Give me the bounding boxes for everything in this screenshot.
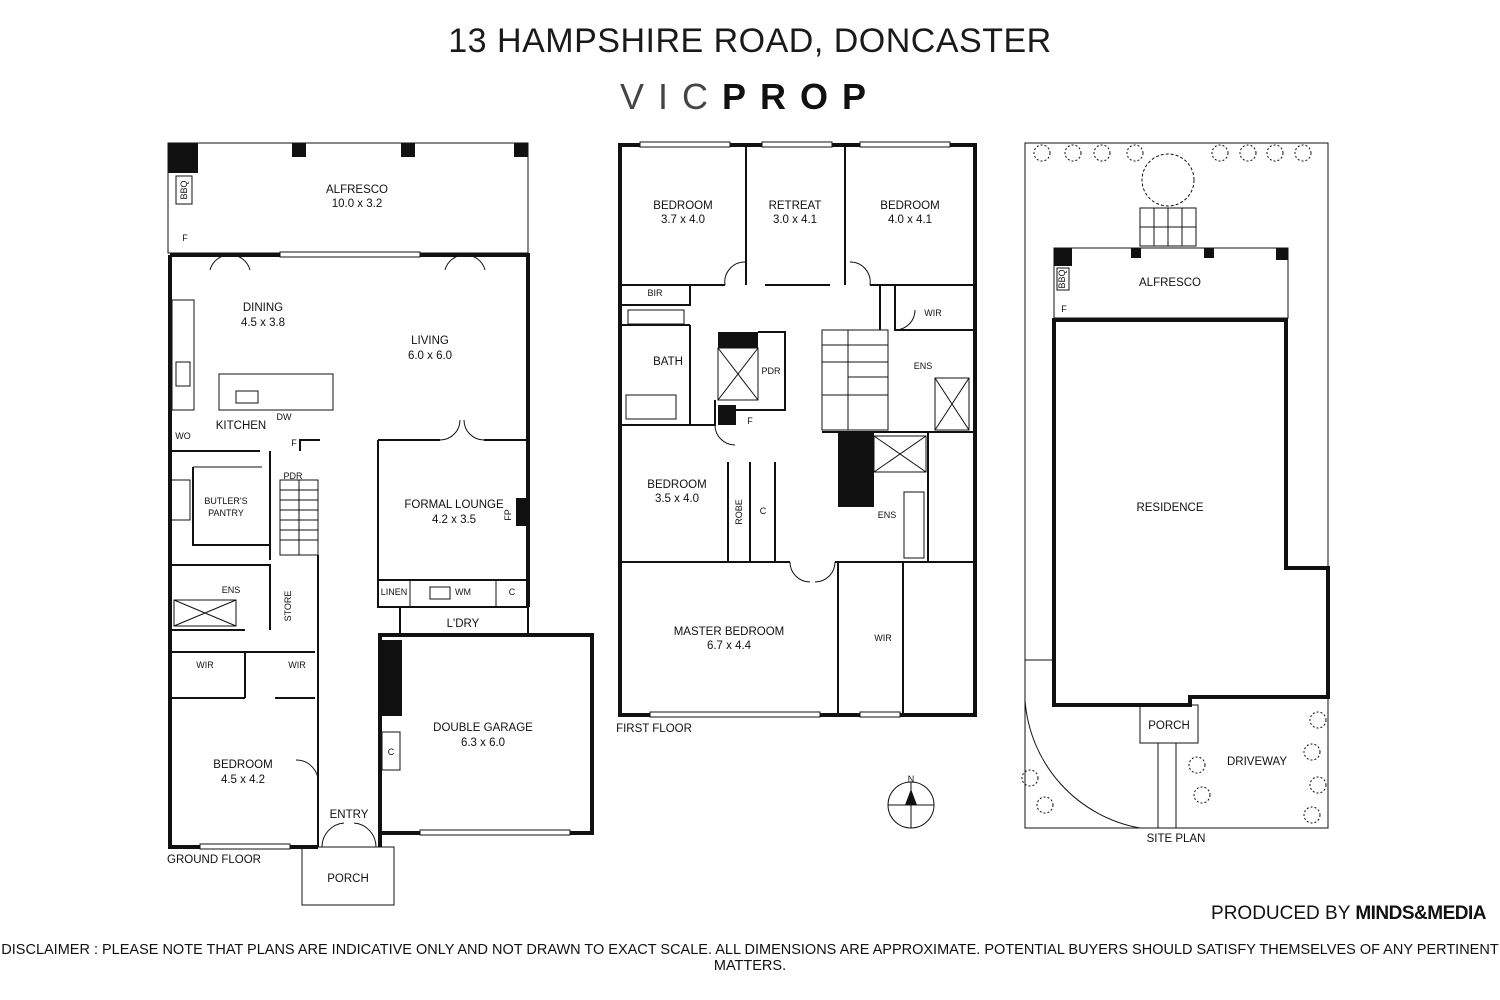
label-ens-first-mid: ENS xyxy=(878,510,897,520)
label-bedroom-w-dims: 3.5 x 4.0 xyxy=(655,493,699,505)
brand-bold-text: PROP xyxy=(721,76,881,117)
label-master-bedroom-dims: 6.7 x 4.4 xyxy=(707,640,752,652)
label-bir: BIR xyxy=(647,288,663,298)
site-label-bbq: BBQ xyxy=(1057,269,1067,288)
label-robe: ROBE xyxy=(734,499,744,525)
label-fp: FP xyxy=(503,509,513,521)
caption-first-floor: FIRST FLOOR xyxy=(616,723,692,735)
label-wm: WM xyxy=(455,587,471,597)
site-plan xyxy=(1021,142,1330,829)
label-c-first: C xyxy=(760,506,767,516)
produced-by-label: PRODUCED BY xyxy=(1211,903,1351,924)
label-bedroom-ne: BEDROOM xyxy=(880,200,939,212)
label-store: STORE xyxy=(283,591,293,622)
site-label-driveway: DRIVEWAY xyxy=(1227,756,1287,768)
label-retreat: RETREAT xyxy=(769,200,822,212)
site-label-alfresco: ALFRESCO xyxy=(1139,277,1201,289)
label-kitchen: KITCHEN xyxy=(216,420,266,432)
label-alfresco: ALFRESCO xyxy=(326,184,388,196)
label-pdr-first: PDR xyxy=(761,366,781,376)
label-pantry: PANTRY xyxy=(208,508,244,518)
label-double-garage: DOUBLE GARAGE xyxy=(433,722,533,734)
label-bedroom-ground: BEDROOM xyxy=(213,759,272,771)
label-bedroom-nw: BEDROOM xyxy=(653,200,712,212)
label-bedroom-ne-dims: 4.0 x 4.1 xyxy=(888,214,932,226)
label-wir-right: WIR xyxy=(288,660,306,670)
compass-north-arrow xyxy=(887,781,935,829)
label-dw: DW xyxy=(277,412,292,422)
label-master-bedroom: MASTER BEDROOM xyxy=(674,626,785,638)
label-alfresco-dims: 10.0 x 3.2 xyxy=(332,198,383,210)
produced-by-credit: PRODUCED BY MINDS&MEDIA xyxy=(1211,903,1486,925)
label-f-kitchen: F xyxy=(291,438,297,448)
vicprop-logo: VICPROP xyxy=(0,76,1500,118)
label-retreat-dims: 3.0 x 4.1 xyxy=(773,214,817,226)
ground-floor-plan xyxy=(167,142,594,906)
label-pdr-ground: PDR xyxy=(283,471,303,481)
label-wir-master: WIR xyxy=(874,633,892,643)
label-f-alfresco: F xyxy=(182,233,188,243)
label-wir-first-top: WIR xyxy=(924,308,942,318)
label-wo: WO xyxy=(175,431,191,441)
producer-logo: MINDS&MEDIA xyxy=(1355,903,1486,924)
label-living: LIVING xyxy=(411,335,449,347)
label-dining: DINING xyxy=(243,302,283,314)
label-bath: BATH xyxy=(653,356,683,368)
property-address-title: 13 HAMPSHIRE ROAD, DONCASTER xyxy=(448,22,1052,60)
label-ens-ground: ENS xyxy=(222,585,241,595)
label-laundry: L'DRY xyxy=(447,618,480,630)
label-entry: ENTRY xyxy=(330,809,369,821)
label-wir-left: WIR xyxy=(196,660,214,670)
caption-ground-floor: GROUND FLOOR xyxy=(167,854,261,866)
label-bedroom-ground-dims: 4.5 x 4.2 xyxy=(221,774,265,786)
label-dining-dims: 4.5 x 3.8 xyxy=(241,317,285,329)
compass-n-label: N xyxy=(908,774,915,784)
label-living-dims: 6.0 x 6.0 xyxy=(408,350,452,362)
label-bedroom-nw-dims: 3.7 x 4.0 xyxy=(661,214,705,226)
label-bbq: BBQ xyxy=(179,180,189,199)
caption-site-plan: SITE PLAN xyxy=(1147,833,1206,845)
label-f-first: F xyxy=(747,416,753,426)
label-formal-lounge-dims: 4.2 x 3.5 xyxy=(432,514,476,526)
label-porch-ground: PORCH xyxy=(327,873,369,885)
label-linen: LINEN xyxy=(381,587,408,597)
label-c-laundry: C xyxy=(509,587,516,597)
disclaimer-text: DISCLAIMER : PLEASE NOTE THAT PLANS ARE … xyxy=(1,942,1499,974)
label-formal-lounge: FORMAL LOUNGE xyxy=(404,499,504,511)
brand-light-text: VIC xyxy=(619,76,722,117)
label-c-garage: C xyxy=(388,747,395,757)
site-label-porch: PORCH xyxy=(1148,720,1190,732)
label-double-garage-dims: 6.3 x 6.0 xyxy=(461,737,505,749)
label-ens-first-top: ENS xyxy=(914,361,933,371)
first-floor-plan xyxy=(618,141,977,718)
label-butlers: BUTLER'S xyxy=(204,496,247,506)
site-label-residence: RESIDENCE xyxy=(1136,502,1203,514)
label-bedroom-w: BEDROOM xyxy=(647,479,706,491)
site-label-f: F xyxy=(1061,304,1067,314)
